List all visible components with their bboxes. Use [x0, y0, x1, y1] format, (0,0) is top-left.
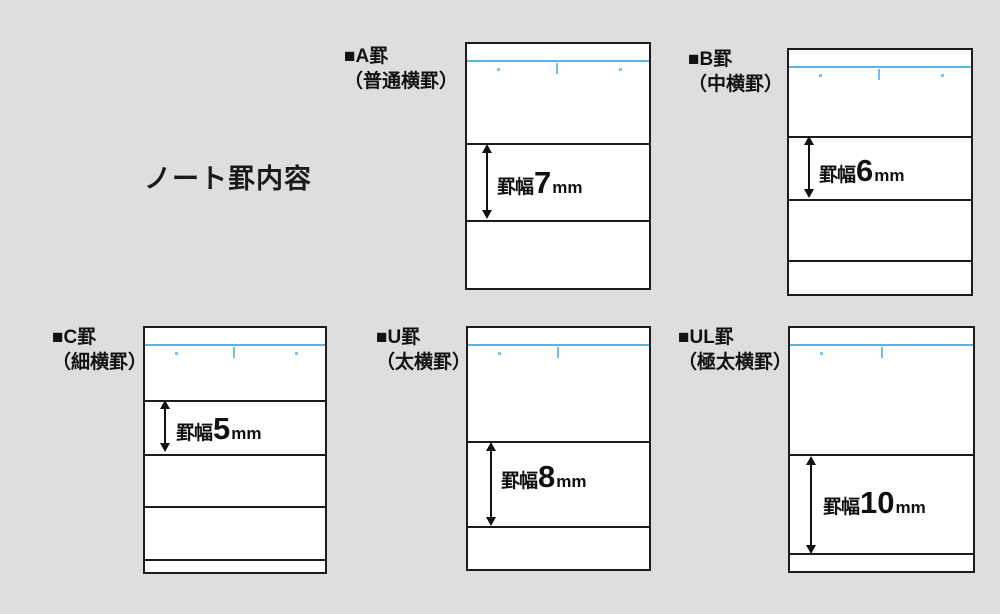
- dimension-unit: mm: [556, 472, 587, 491]
- tick-dot-left: [497, 68, 500, 71]
- paper-rule: [145, 559, 325, 561]
- paper-rule: [789, 260, 971, 262]
- dimension-value: 6: [856, 153, 874, 188]
- dimension-unit: mm: [895, 498, 926, 517]
- dimension-prefix: 罫幅: [501, 471, 538, 492]
- paper-rule: [467, 220, 649, 222]
- ruled-paper-a-kei: [465, 42, 651, 290]
- dimension-prefix: 罫幅: [819, 165, 856, 186]
- sample-label-line2: （太横罫）: [376, 351, 472, 373]
- dimension-text-b-kei: 罫幅 6 mm: [819, 155, 905, 186]
- sample-label-a-kei: ■A罫 （普通横罫）: [344, 45, 458, 94]
- blue-header-line: [468, 344, 649, 346]
- dimension-unit: mm: [552, 178, 583, 197]
- tick-bar-center: [233, 347, 235, 358]
- sample-label-line1: ■A罫: [344, 46, 389, 67]
- sample-label-line2: （中横罫）: [688, 73, 784, 95]
- dimension-prefix: 罫幅: [176, 423, 213, 444]
- paper-rule: [790, 454, 973, 456]
- tick-dot-left: [175, 352, 178, 355]
- tick-dot-right: [619, 68, 622, 71]
- paper-rule: [789, 136, 971, 138]
- blue-header-line: [467, 60, 649, 62]
- dimension-unit: mm: [874, 166, 905, 185]
- dimension-unit: mm: [231, 424, 262, 443]
- ruled-paper-c-kei: [143, 326, 327, 574]
- ruled-paper-ul-kei: [788, 326, 975, 573]
- dimension-prefix: 罫幅: [497, 177, 534, 198]
- dimension-arrow-icon: [160, 400, 170, 452]
- tick-dot-right: [941, 74, 944, 77]
- dimension-text-a-kei: 罫幅 7 mm: [497, 167, 583, 198]
- sample-label-u-kei: ■U罫 （太横罫）: [376, 326, 471, 375]
- blue-header-line: [789, 66, 971, 68]
- dimension-value: 10: [860, 485, 895, 520]
- tick-bar-center: [556, 63, 558, 74]
- sample-label-ul-kei: ■UL罫 （極太横罫）: [678, 326, 792, 375]
- page-title: ノート罫内容: [144, 164, 312, 194]
- tick-dot-left: [819, 74, 822, 77]
- paper-rule: [468, 441, 649, 443]
- tick-bar-center: [878, 69, 880, 80]
- sample-label-line1: ■B罫: [688, 49, 733, 70]
- paper-rule: [145, 506, 325, 508]
- dimension-value: 7: [534, 165, 552, 200]
- tick-dot-right: [295, 352, 298, 355]
- tick-dot-left: [498, 352, 501, 355]
- paper-rule: [468, 526, 649, 528]
- sample-label-line1: ■U罫: [376, 327, 421, 348]
- sample-label-c-kei: ■C罫 （細横罫）: [52, 326, 147, 375]
- paper-rule: [467, 143, 649, 145]
- sample-label-b-kei: ■B罫 （中横罫）: [688, 48, 783, 97]
- tick-dot-left: [820, 352, 823, 355]
- paper-rule: [145, 454, 325, 456]
- blue-header-line: [790, 344, 973, 346]
- ruled-paper-u-kei: [466, 326, 651, 571]
- sample-label-line2: （普通横罫）: [344, 70, 459, 92]
- dimension-text-c-kei: 罫幅 5 mm: [176, 413, 262, 444]
- paper-rule: [790, 553, 973, 555]
- dimension-arrow-icon: [486, 442, 496, 526]
- dimension-arrow-icon: [482, 144, 492, 219]
- sample-label-line1: ■UL罫: [678, 327, 734, 348]
- dimension-value: 8: [538, 459, 556, 494]
- dimension-prefix: 罫幅: [823, 497, 860, 518]
- sample-label-line2: （極太横罫）: [678, 351, 793, 373]
- dimension-arrow-icon: [806, 456, 816, 554]
- tick-bar-center: [881, 347, 883, 358]
- dimension-arrow-icon: [804, 136, 814, 198]
- dimension-value: 5: [213, 411, 231, 446]
- ruled-paper-b-kei: [787, 48, 973, 296]
- dimension-text-ul-kei: 罫幅 10 mm: [823, 487, 926, 518]
- tick-bar-center: [557, 347, 559, 358]
- sample-label-line2: （細横罫）: [52, 351, 148, 373]
- blue-header-line: [145, 344, 325, 346]
- sample-label-line1: ■C罫: [52, 327, 97, 348]
- paper-rule: [145, 400, 325, 402]
- dimension-text-u-kei: 罫幅 8 mm: [501, 461, 587, 492]
- paper-rule: [789, 199, 971, 201]
